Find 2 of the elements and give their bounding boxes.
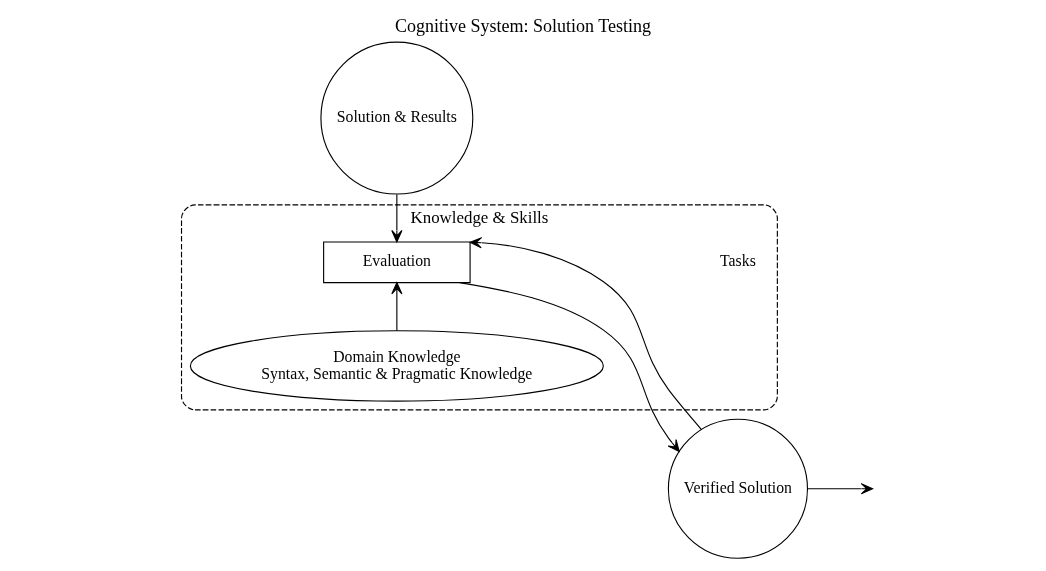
diagram-title: Cognitive System: Solution Testing bbox=[394, 15, 652, 36]
label: Tasks bbox=[720, 252, 756, 270]
